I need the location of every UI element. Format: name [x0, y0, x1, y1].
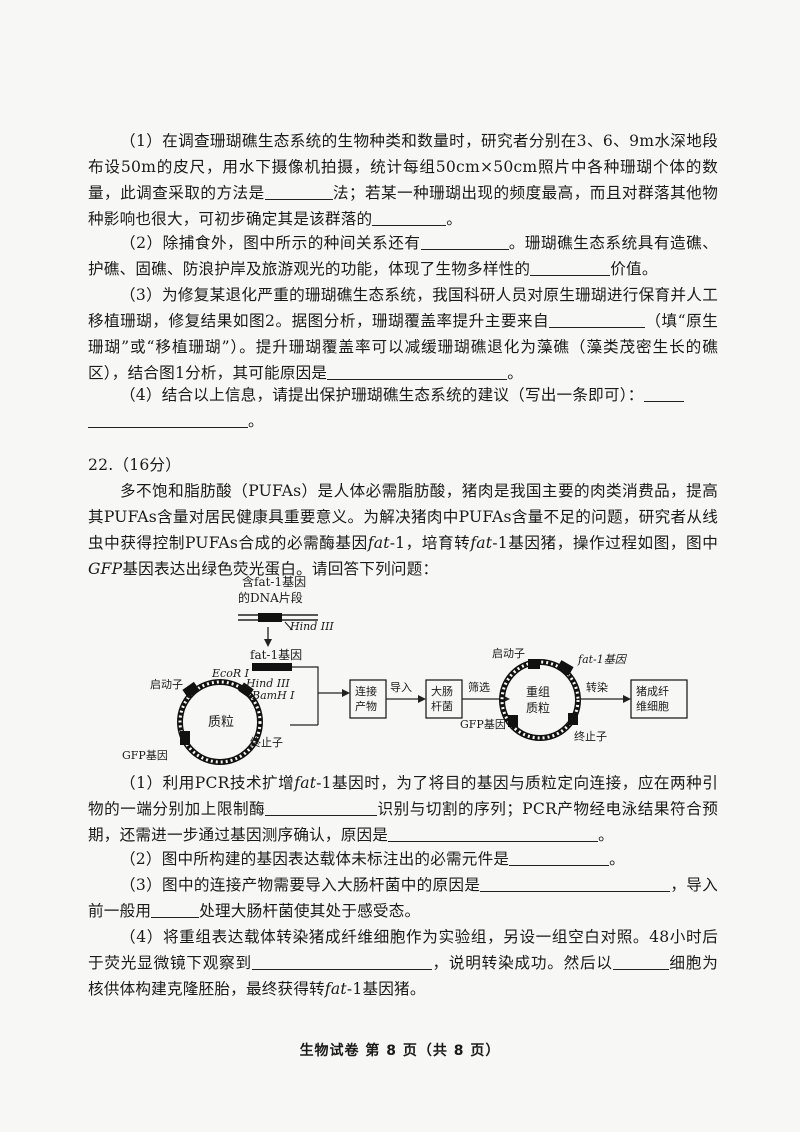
- blank: [612, 953, 669, 970]
- blank: [265, 799, 378, 816]
- q22-header: 22.（16分）: [88, 456, 182, 474]
- q22-part4: （4）将重组表达载体转染猪成纤维细胞作为实验组，另设一组空白对照。48小时后于荧…: [88, 928, 718, 998]
- q22-part2: （2）图中所构建的基因表达载体未标注出的必需元件是。: [120, 849, 625, 868]
- blank: [251, 953, 432, 970]
- promoter-left-label: 启动子: [150, 678, 183, 691]
- ecoli-label-2: 杆菌: [431, 699, 453, 713]
- blank: [372, 209, 447, 226]
- fat-right-label: fat-1基因: [577, 653, 628, 666]
- plasmid-left: 质粒 启动子 EcoR I Hind III BamH I 终止子 GFP基因: [122, 667, 295, 765]
- promoter-right-label: 启动子: [492, 647, 525, 660]
- q22-part3: （3）图中的连接产物需要导入大肠杆菌中的原因是，导入前一般用处理大肠杆菌使其处于…: [88, 875, 718, 920]
- blank: [88, 411, 248, 428]
- recomb-label-1: 重组: [526, 685, 550, 699]
- ecoli-label-1: 大肠: [431, 684, 453, 698]
- blank: [530, 259, 611, 276]
- import-label: 导入: [390, 681, 412, 694]
- screen-label: 筛选: [468, 680, 490, 694]
- blank: [264, 183, 333, 200]
- page-footer: 生物试卷 第 8 页（共 8 页）: [299, 1043, 501, 1059]
- blank: [480, 875, 671, 892]
- hind-mid-label: Hind III: [245, 677, 290, 690]
- fibro-label-1: 猪成纤: [636, 685, 669, 698]
- q21-part2: （2）除捕食外，图中所示的种间关系还有。珊瑚礁生态系统具有造礁、护礁、固礁、防浪…: [88, 233, 718, 278]
- terminator-right-label: 终止子: [574, 729, 607, 743]
- blank: [327, 363, 508, 380]
- blank: [549, 311, 646, 328]
- dna-label-1: 含fat-1基因: [242, 575, 306, 589]
- fat-gene-label: fat-1基因: [250, 648, 302, 662]
- recomb-label-2: 质粒: [526, 700, 550, 715]
- hind-top-label: Hind III: [289, 620, 334, 633]
- dna-fragment: 含fat-1基因 的DNA片段 Hind III: [238, 575, 334, 633]
- fibroblast-box: [630, 679, 688, 719]
- q22-part1: （1）利用PCR技术扩增fat-1基因时，为了将目的基因与质粒定向连接，应在两种…: [88, 774, 718, 844]
- dna-label-2: 的DNA片段: [238, 590, 303, 605]
- gene-engineering-diagram: 含fat-1基因 的DNA片段 Hind III fat-1基因 质粒 启动子 …: [122, 575, 688, 765]
- q21-part1: （1）在调查珊瑚礁生态系统的生物种类和数量时，研究者分别在3、6、9m水深地段布…: [88, 132, 718, 228]
- blank: [151, 901, 200, 918]
- blank: [643, 385, 684, 402]
- terminator-left-label: 终止子: [250, 735, 283, 749]
- ecor-label: EcoR I: [211, 667, 250, 680]
- bamh-label: BamH I: [251, 689, 295, 702]
- q21-part4: （4）结合以上信息，请提出保护珊瑚礁生态系统的建议（写出一条即可）：。: [88, 382, 718, 434]
- blank: [509, 849, 610, 866]
- fibro-label-2: 维细胞: [636, 700, 669, 713]
- blank: [420, 233, 509, 250]
- plasmid-right: 重组 质粒 启动子 fat-1基因 GFP基因 终止子: [460, 647, 628, 743]
- q21-part3: （3）为修复某退化严重的珊瑚礁生态系统，我国科研人员对原生珊瑚进行保育并人工移植…: [88, 286, 718, 382]
- blank: [388, 825, 599, 842]
- ligation-label-1: 连接: [355, 685, 377, 698]
- gfp-left-label: GFP基因: [122, 749, 168, 762]
- fat-gene-bar: [252, 663, 292, 671]
- transfect-label: 转染: [586, 680, 608, 694]
- ligation-label-2: 产物: [355, 699, 377, 713]
- gfp-right-label: GFP基因: [460, 718, 506, 731]
- plasmid-label: 质粒: [208, 715, 234, 730]
- q22-intro: 多不饱和脂肪酸（PUFAs）是人体必需脂肪酸，猪肉是我国主要的肉类消费品，提高其…: [88, 482, 718, 578]
